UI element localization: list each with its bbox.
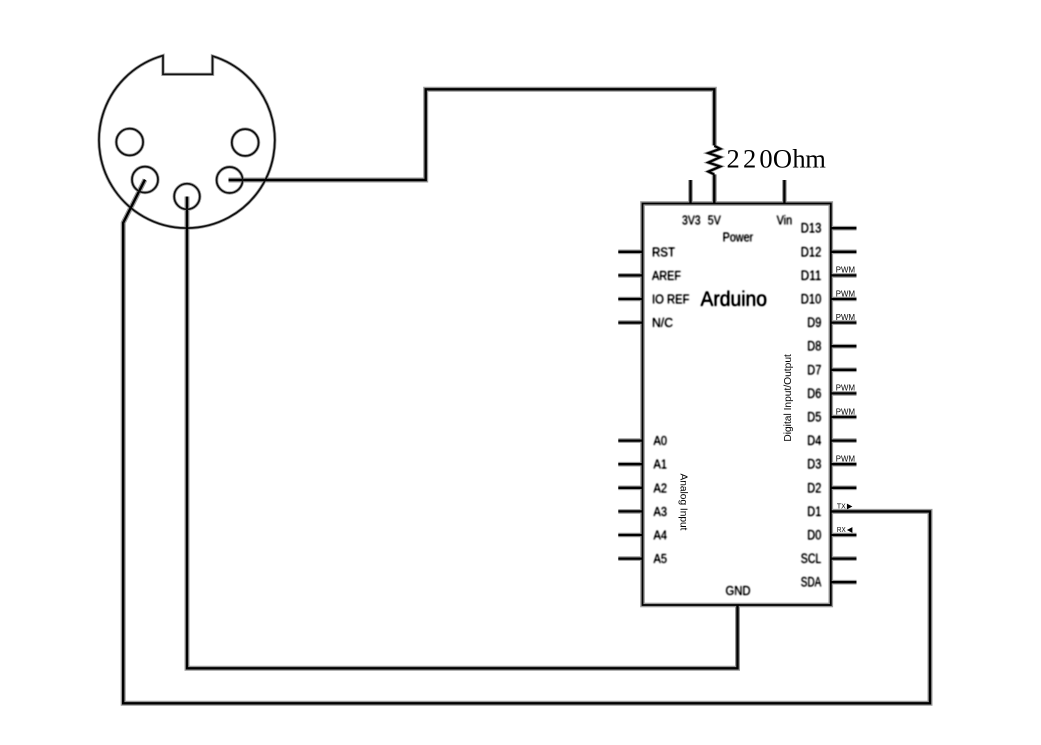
svg-text:RST: RST bbox=[652, 244, 675, 259]
svg-text:D2: D2 bbox=[807, 480, 821, 495]
svg-text:A1: A1 bbox=[654, 457, 668, 472]
svg-text:A4: A4 bbox=[654, 528, 668, 543]
svg-text:A0: A0 bbox=[654, 433, 668, 448]
svg-text:2: 2 bbox=[743, 144, 756, 174]
svg-text:PWM: PWM bbox=[836, 384, 856, 393]
svg-text:PWM: PWM bbox=[836, 313, 856, 322]
svg-text:A3: A3 bbox=[654, 504, 668, 519]
svg-text:Vin: Vin bbox=[777, 213, 793, 228]
svg-text:GND: GND bbox=[726, 584, 751, 598]
svg-text:IO REF: IO REF bbox=[652, 292, 690, 307]
svg-text:0: 0 bbox=[759, 144, 772, 174]
svg-text:N/C: N/C bbox=[652, 315, 673, 330]
svg-text:5V: 5V bbox=[708, 213, 721, 228]
svg-text:2: 2 bbox=[726, 144, 739, 174]
svg-text:RX: RX bbox=[837, 525, 846, 534]
svg-text:D10: D10 bbox=[801, 292, 822, 307]
svg-text:Arduino: Arduino bbox=[701, 288, 768, 311]
svg-text:D13: D13 bbox=[801, 221, 822, 236]
svg-text:D7: D7 bbox=[807, 362, 821, 377]
svg-text:TX: TX bbox=[837, 502, 846, 511]
svg-text:D6: D6 bbox=[807, 386, 821, 401]
svg-text:Digital Input/Output: Digital Input/Output bbox=[782, 354, 794, 442]
svg-text:D1: D1 bbox=[807, 504, 821, 519]
svg-text:3V3: 3V3 bbox=[682, 213, 701, 228]
svg-text:PWM: PWM bbox=[836, 455, 856, 464]
svg-text:m: m bbox=[805, 144, 826, 174]
svg-text:D5: D5 bbox=[807, 410, 821, 425]
svg-text:D0: D0 bbox=[807, 528, 821, 543]
svg-text:Analog Input: Analog Input bbox=[677, 474, 689, 531]
svg-text:PWM: PWM bbox=[836, 289, 856, 298]
svg-text:D9: D9 bbox=[807, 315, 821, 330]
svg-text:D8: D8 bbox=[807, 339, 821, 354]
svg-text:Power: Power bbox=[723, 230, 754, 244]
svg-text:h: h bbox=[792, 144, 805, 174]
svg-text:A5: A5 bbox=[654, 551, 668, 566]
svg-text:AREF: AREF bbox=[652, 268, 681, 283]
svg-text:O: O bbox=[773, 144, 792, 174]
svg-text:D3: D3 bbox=[807, 457, 821, 472]
svg-text:D4: D4 bbox=[807, 433, 821, 448]
svg-text:A2: A2 bbox=[654, 480, 668, 495]
svg-text:D11: D11 bbox=[801, 268, 822, 283]
svg-text:PWM: PWM bbox=[836, 266, 856, 275]
svg-text:SDA: SDA bbox=[801, 575, 822, 590]
svg-text:SCL: SCL bbox=[801, 551, 822, 566]
svg-text:D12: D12 bbox=[801, 244, 822, 259]
svg-text:PWM: PWM bbox=[836, 407, 856, 416]
